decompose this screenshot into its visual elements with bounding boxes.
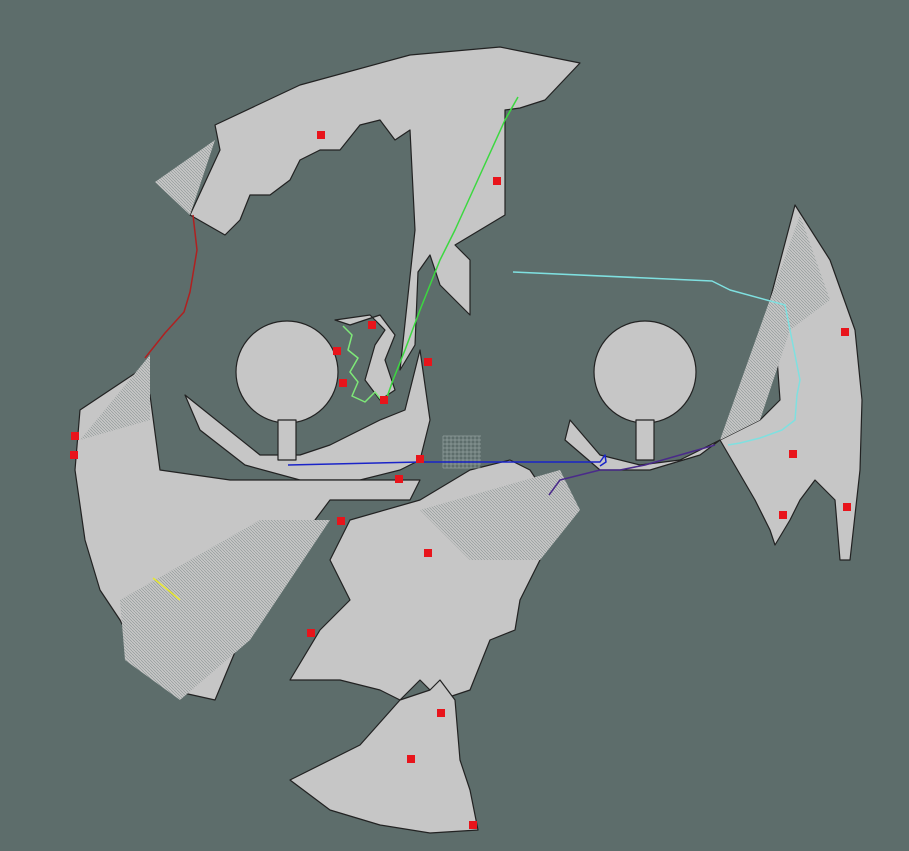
goal-marker[interactable] [395,475,403,483]
bottom-arc-region [289,679,479,834]
goal-marker[interactable] [380,396,388,404]
right-scan [720,215,830,440]
grid-overlay [442,435,481,469]
goal-marker[interactable] [416,455,424,463]
left-room-neck [277,419,297,461]
goal-marker[interactable] [407,755,415,763]
goal-marker[interactable] [337,517,345,525]
goal-markers [70,131,851,829]
right-room [593,320,697,424]
top-arc-fan [155,140,215,215]
goal-marker[interactable] [317,131,325,139]
robot-paths [144,96,801,601]
goal-marker[interactable] [424,549,432,557]
path-green [385,96,519,401]
goal-marker[interactable] [333,347,341,355]
goal-marker[interactable] [368,321,376,329]
goal-marker[interactable] [437,709,445,717]
goal-marker[interactable] [424,358,432,366]
path-red [144,214,198,359]
goal-marker[interactable] [469,821,477,829]
path-light-green [342,325,384,403]
left-spike [80,355,150,440]
path-blue [287,454,607,467]
goal-marker[interactable] [841,328,849,336]
goal-marker[interactable] [71,432,79,440]
top-arc-region [189,46,581,371]
free-space-region [74,46,863,834]
right-room-neck [635,419,655,461]
center-scan [420,470,580,560]
path-yellow [152,577,181,601]
goal-marker[interactable] [339,379,347,387]
left-ring-region [184,349,431,481]
goal-marker[interactable] [789,450,797,458]
path-purple [548,444,716,496]
left-fan-scan [120,520,330,700]
goal-marker[interactable] [779,511,787,519]
goal-marker[interactable] [307,629,315,637]
goal-marker[interactable] [843,503,851,511]
path-cyan [512,271,801,446]
goal-marker[interactable] [70,451,78,459]
left-room [235,320,339,424]
goal-marker[interactable] [493,177,501,185]
